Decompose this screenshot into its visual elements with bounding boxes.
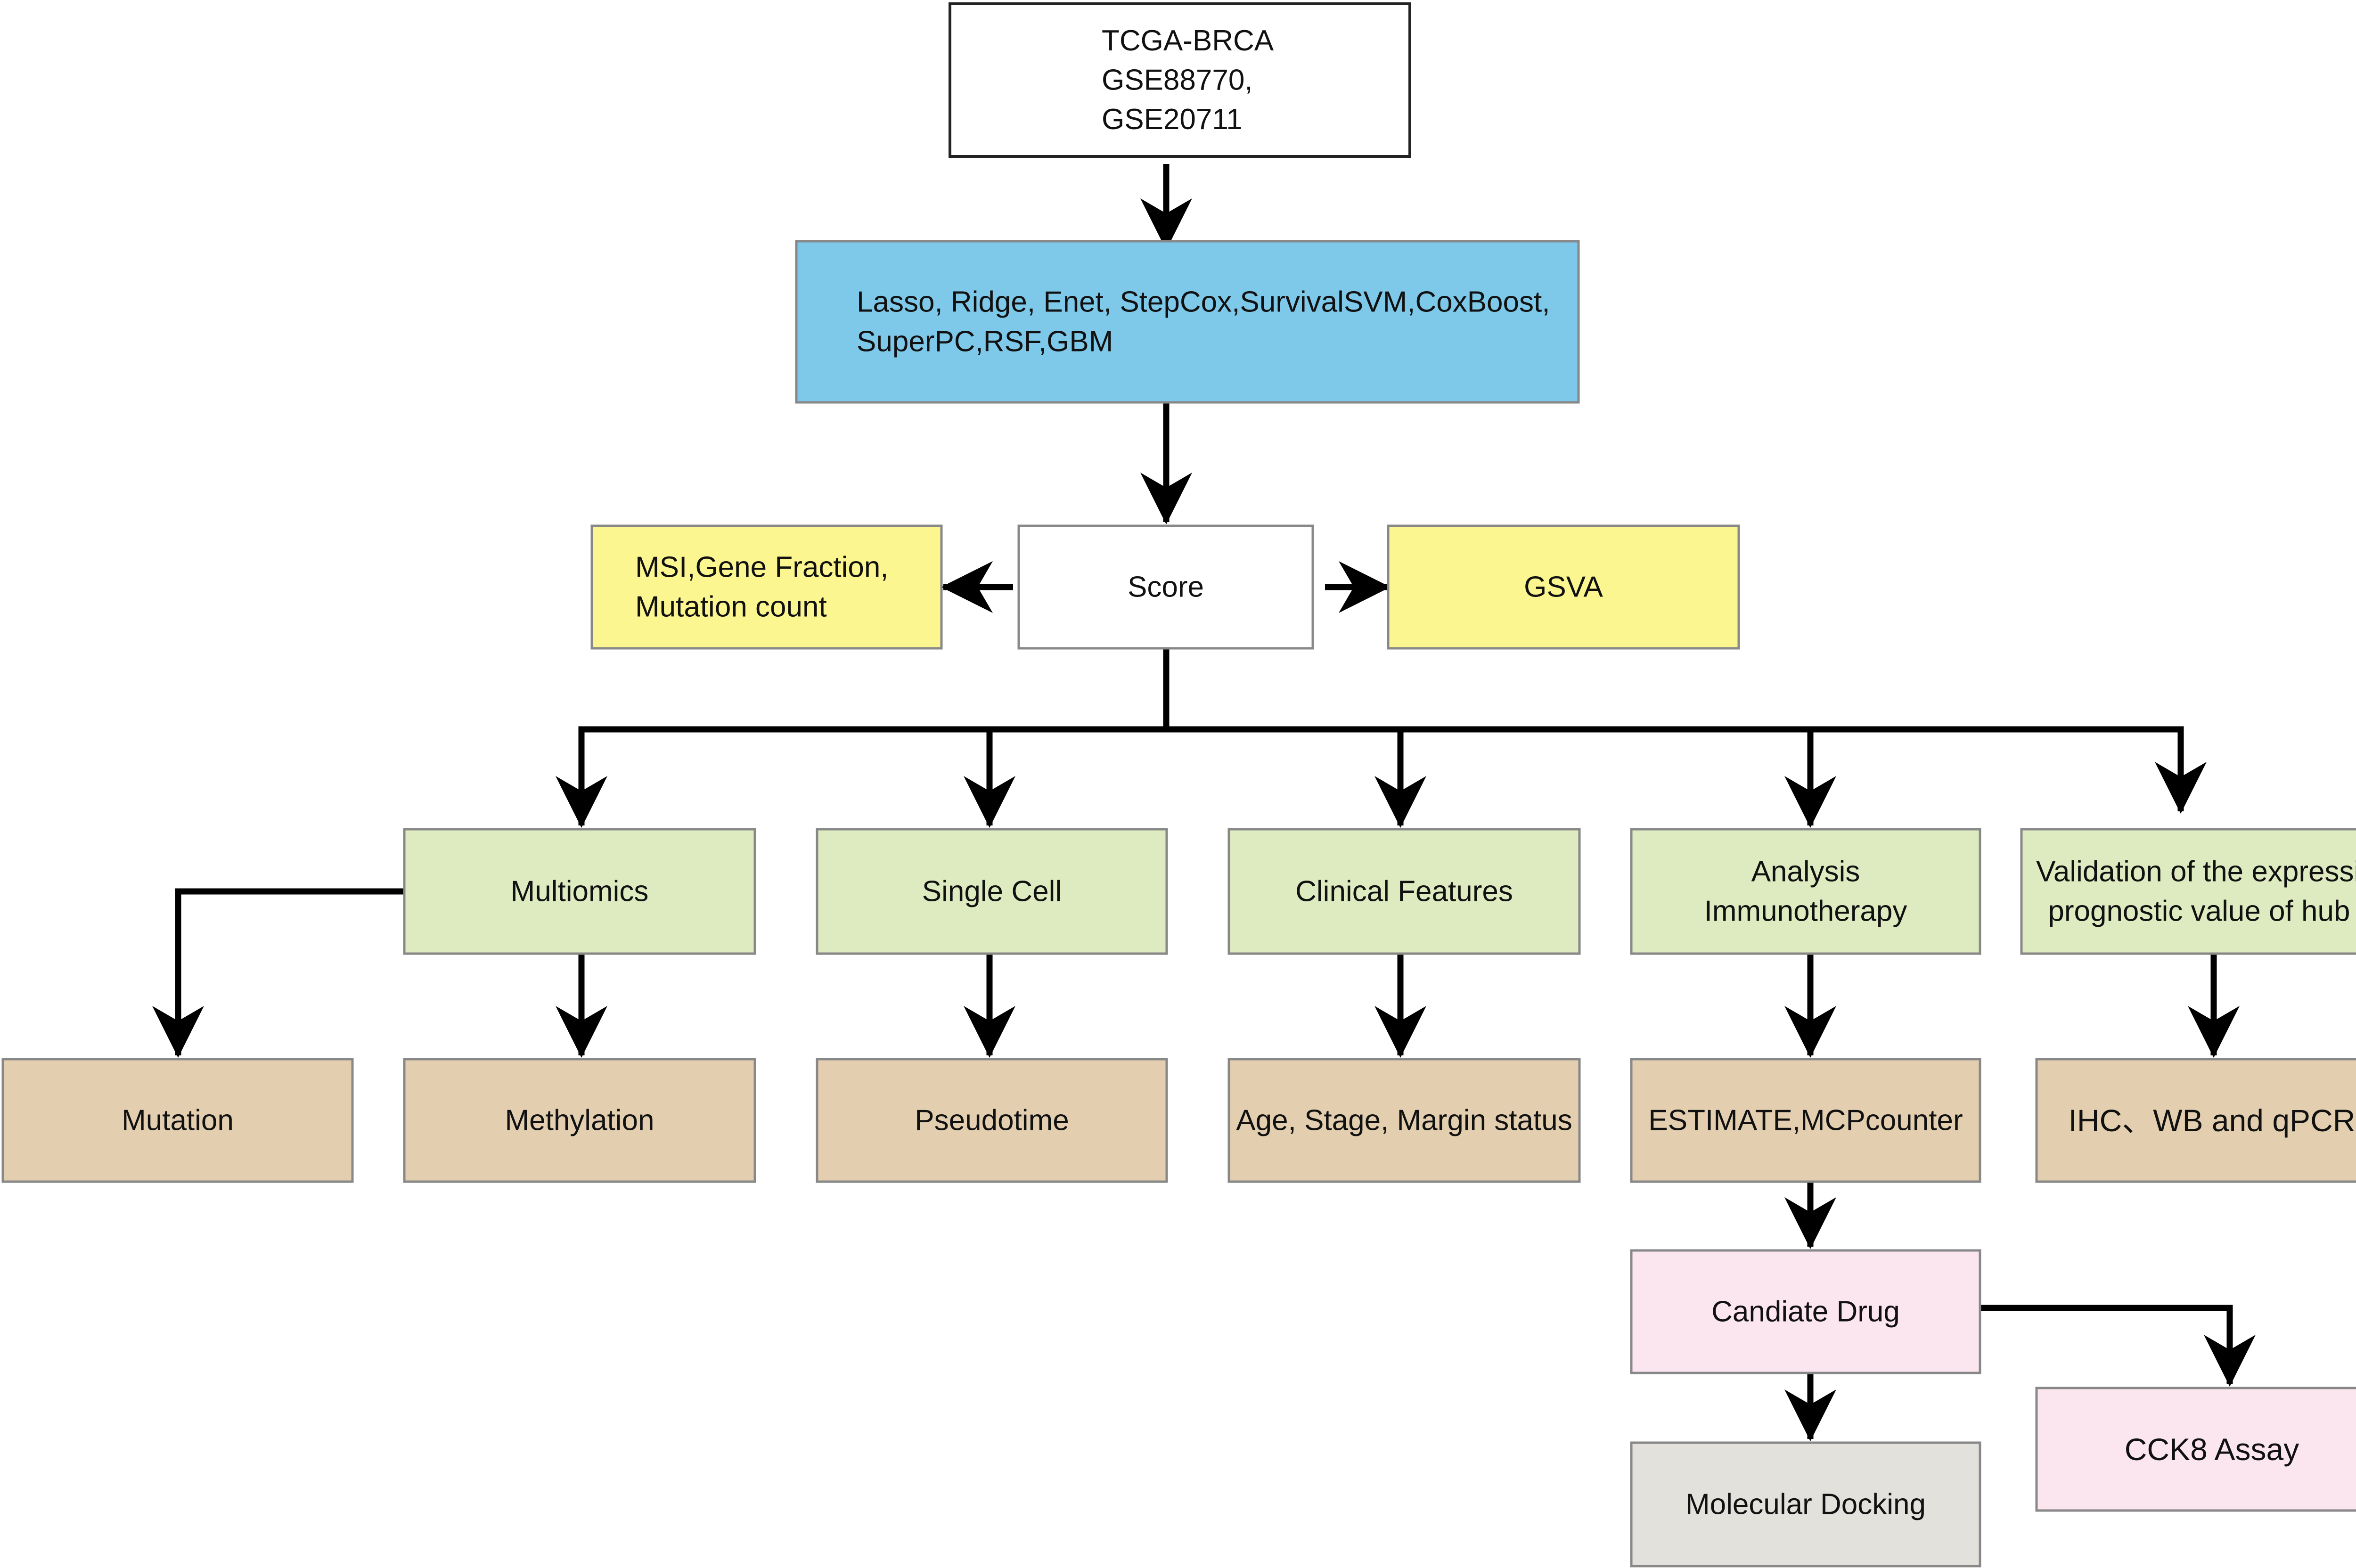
arrow-multiomics-to-mutation	[152, 888, 404, 1058]
node-estimate: ESTIMATE,MCPcounter	[1630, 1058, 1981, 1183]
node-age-stage: Age, Stage, Margin status	[1227, 1058, 1581, 1183]
node-pseudotime-box	[816, 1058, 1168, 1183]
node-multiomics-box	[403, 828, 756, 955]
node-analysis-immunotherapy-label-2: Immunotherapy	[1704, 895, 1907, 927]
node-mutation: Mutation	[1, 1058, 354, 1183]
node-gsva-label-1: GSVA	[1524, 571, 1603, 604]
node-msi-box	[590, 524, 943, 650]
connector-arrows	[152, 164, 2256, 1441]
node-data-sources-label-2: GSE88770,	[1102, 64, 1253, 97]
node-score-box	[1017, 524, 1314, 650]
node-single-cell-label-1: Single Cell	[922, 875, 1062, 908]
node-docking-label-1: Molecular Docking	[1685, 1488, 1926, 1521]
node-candidate-drug-box	[1630, 1249, 1981, 1374]
node-data-sources: TCGA-BRCA GSE88770, GSE20711	[949, 2, 1411, 158]
node-multiomics-label-1: Multiomics	[511, 875, 649, 908]
node-validation-label-1: Validation of the expression and	[2036, 856, 2356, 888]
node-docking: Molecular Docking	[1630, 1441, 1981, 1568]
node-ihc-box	[2035, 1058, 2356, 1183]
node-score-label-1: Score	[1128, 571, 1204, 604]
node-docking-box	[1630, 1441, 1981, 1568]
node-methylation-label-1: Methylation	[505, 1104, 654, 1137]
node-algorithms-label-2: SuperPC,RSF,GBM	[857, 325, 1113, 358]
node-candidate-drug-label-1: Candiate Drug	[1711, 1296, 1900, 1328]
node-clinical-features-box	[1227, 828, 1581, 955]
arrow-candidate-drug-to-cck8	[1980, 1305, 2256, 1387]
node-candidate-drug: Candiate Drug	[1630, 1249, 1981, 1374]
node-gsva-box	[1387, 524, 1740, 650]
node-age-stage-box	[1227, 1058, 1581, 1183]
node-algorithms-label-1: Lasso, Ridge, Enet, StepCox,SurvivalSVM,…	[857, 286, 1550, 318]
node-mutation-label-1: Mutation	[122, 1104, 234, 1137]
node-algorithms-box	[795, 240, 1580, 404]
node-methylation: Methylation	[403, 1058, 756, 1183]
node-cck8-box	[2035, 1387, 2356, 1512]
node-validation-box	[2020, 828, 2356, 955]
node-msi-label-2: Mutation count	[635, 590, 827, 623]
node-methylation-box	[403, 1058, 756, 1183]
node-age-stage-label-1: Age, Stage, Margin status	[1236, 1104, 1572, 1137]
node-mutation-box	[1, 1058, 354, 1183]
node-data-sources-label-3: GSE20711	[1102, 103, 1243, 136]
node-estimate-box	[1630, 1058, 1981, 1183]
node-cck8-label-1: CCK8 Assay	[2125, 1432, 2299, 1467]
node-single-cell: Single Cell	[816, 828, 1168, 955]
node-msi-label-1: MSI,Gene Fraction,	[635, 551, 889, 584]
node-analysis-immunotherapy-label-1: Analysis	[1751, 856, 1860, 888]
node-multiomics: Multiomics	[403, 828, 756, 955]
node-algorithms: Lasso, Ridge, Enet, StepCox,SurvivalSVM,…	[795, 240, 1580, 404]
node-estimate-label-1: ESTIMATE,MCPcounter	[1648, 1104, 1963, 1137]
node-analysis-immunotherapy-box	[1630, 828, 1981, 955]
node-clinical-features-label-1: Clinical Features	[1295, 875, 1513, 908]
arrow-score-to-validation	[1166, 726, 2207, 814]
node-score: Score	[1017, 524, 1314, 650]
node-single-cell-box	[816, 828, 1168, 955]
arrow-score-to-multiomics	[556, 648, 1170, 828]
node-ihc-label-1: IHC、WB and qPCR	[2069, 1103, 2356, 1138]
node-clinical-features: Clinical Features	[1227, 828, 1581, 955]
node-ihc: IHC、WB and qPCR	[2035, 1058, 2356, 1183]
node-msi: MSI,Gene Fraction, Mutation count	[590, 524, 943, 650]
node-pseudotime: Pseudotime	[816, 1058, 1168, 1183]
node-gsva: GSVA	[1387, 524, 1740, 650]
node-validation: Validation of the expression and prognost…	[2020, 828, 2356, 955]
node-data-sources-label-1: TCGA-BRCA	[1102, 24, 1274, 57]
node-cck8: CCK8 Assay	[2035, 1387, 2356, 1512]
node-validation-label-2: prognostic value of hub genes	[2048, 895, 2356, 927]
node-pseudotime-label-1: Pseudotime	[915, 1104, 1069, 1137]
node-data-sources-box	[949, 2, 1411, 158]
